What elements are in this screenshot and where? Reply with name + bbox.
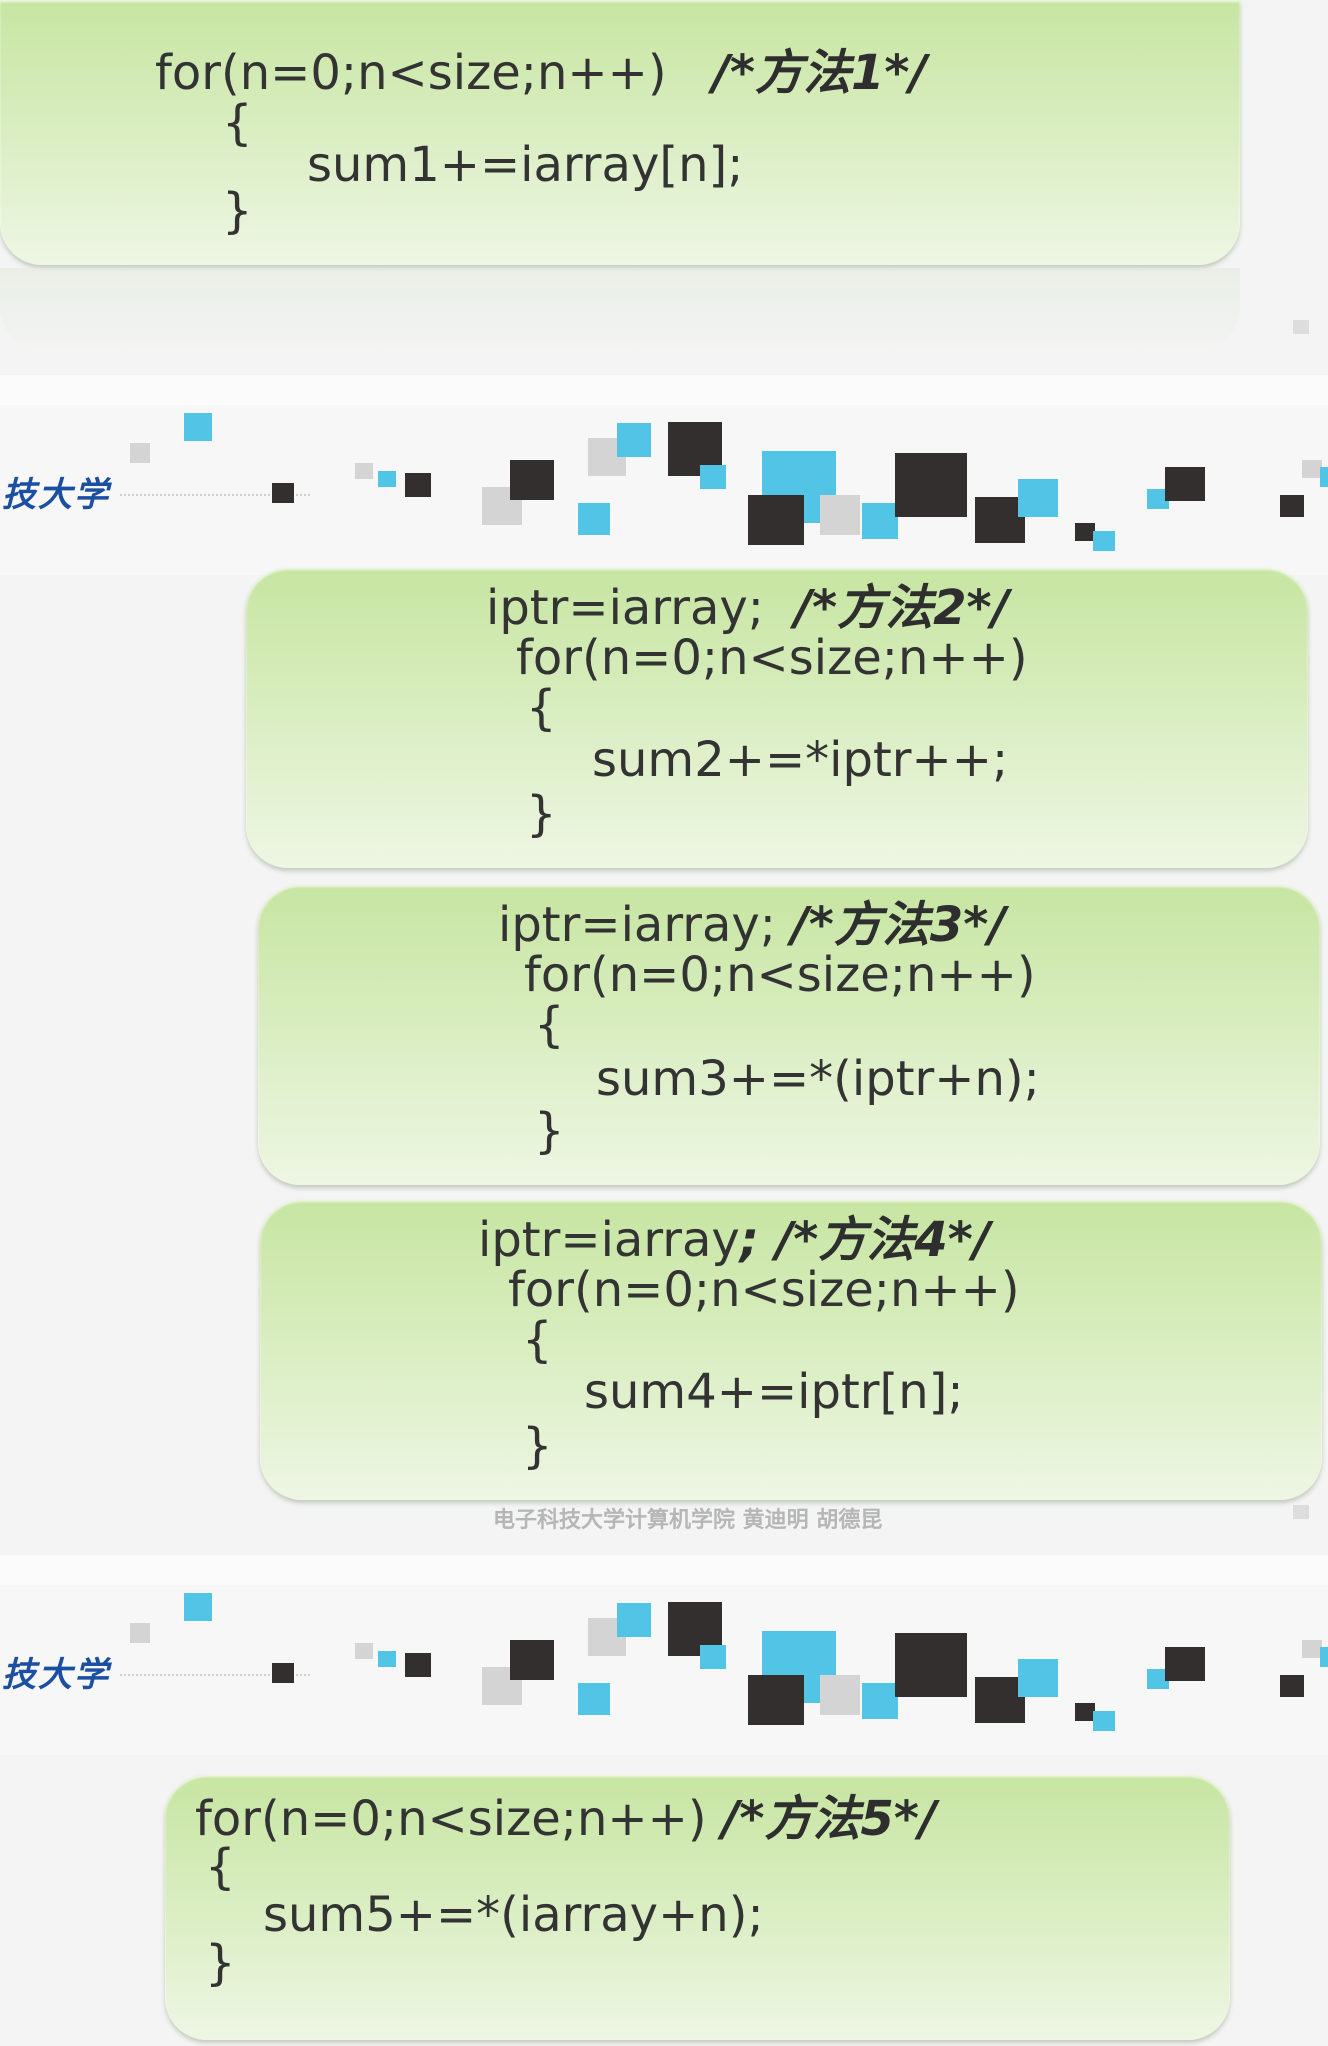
decor-square [1075,523,1095,541]
decor-square [405,473,431,497]
method-comment: /*方法2*/ [794,580,1010,636]
code-line: } [522,1418,553,1474]
decor-square [820,495,860,535]
code-line: } [534,1103,565,1159]
decor-square [1320,467,1328,487]
slide-footer: 电子科技大学计算机学院 黄迪明 胡德昆 [493,1508,883,1533]
code-box-method-4: iptr=iarray; /*方法4*/ for(n=0;n<size;n++)… [260,1200,1322,1500]
decor-square [700,1645,726,1669]
decor-square [272,1663,294,1683]
decor-square [378,471,396,487]
decor-square [700,465,726,489]
code-line: } [222,183,253,239]
code-line: for(n=0;n<size;n++) /*方法5*/ [195,1791,937,1847]
code-line: } [205,1935,236,1991]
code-line: for(n=0;n<size;n++) [516,630,1028,686]
decor-square [184,1593,212,1621]
code-line: iptr=iarray; /*方法3*/ [498,897,1006,953]
code-line: { [522,1312,553,1368]
decor-square [1165,467,1205,501]
decor-square [617,423,651,457]
decor-square [355,463,373,479]
decor-square [130,443,150,463]
slide-2: 技大学 iptr=iarray; /*方法2*/ for(n=0;n<size;… [0,405,1328,1555]
method-comment: /*方法5*/ [721,1791,937,1847]
decor-square [130,1623,150,1643]
code-line: for(n=0;n<size;n++) [508,1262,1020,1318]
decor-square [1093,531,1115,551]
decor-square [405,1653,431,1677]
university-logo-text: 技大学 [2,1655,110,1695]
decor-square [862,1683,898,1719]
box-reflection [0,268,1240,348]
code-line: sum5+=*(iarray+n); [263,1887,764,1943]
slide-separator [0,1555,1328,1585]
decor-square [862,503,898,539]
decor-square [510,460,554,500]
code-box-method-1: for(n=0;n<size;n++) /*方法1*/ { sum1+=iarr… [0,0,1240,265]
decor-square [184,413,212,441]
code-line: sum3+=*(iptr+n); [596,1051,1040,1107]
decor-square [1320,1647,1328,1667]
code-line: sum4+=iptr[n]; [584,1364,964,1420]
decor-dotted-line [120,1674,310,1676]
code-line: } [526,786,557,842]
decor-square [355,1643,373,1659]
code-line: iptr=iarray; /*方法2*/ [486,580,1010,636]
decor-square [975,1677,1025,1723]
decor-square [1075,1703,1095,1721]
decor-square [1147,489,1169,509]
code-line: for(n=0;n<size;n++) /*方法1*/ [155,45,927,101]
decor-square [1093,1711,1115,1731]
decor-square [1302,1640,1322,1658]
university-logo-text: 技大学 [2,475,110,515]
decor-square [378,1651,396,1667]
code-box-method-2: iptr=iarray; /*方法2*/ for(n=0;n<size;n++)… [246,568,1308,868]
method-comment: /*方法1*/ [712,45,927,101]
decor-square [748,495,804,545]
slide-separator [0,375,1328,405]
decor-square [1280,1675,1304,1697]
decor-square [272,483,294,503]
decor-square [748,1675,804,1725]
decor-square [1018,1659,1058,1697]
code-line: { [205,1839,236,1895]
code-line: sum2+=*iptr++; [592,732,1009,788]
decor-square [820,1675,860,1715]
code-box-method-3: iptr=iarray; /*方法3*/ for(n=0;n<size;n++)… [258,885,1320,1185]
decor-square [578,503,610,535]
code-line: { [534,997,565,1053]
slide-marker [1293,320,1309,334]
code-line: sum1+=iarray[n]; [307,137,744,193]
method-comment: ; /*方法4*/ [739,1212,991,1268]
decor-dotted-line [120,494,310,496]
decor-square [1147,1669,1169,1689]
decor-square [975,497,1025,543]
decor-square [1018,479,1058,517]
slide-3: 技大学 for(n=0;n<size;n++) /*方法5*/ { sum5+=… [0,1585,1328,2046]
decor-square [895,453,967,517]
decor-square [895,1633,967,1697]
decor-square [617,1603,651,1637]
code-line: { [526,680,557,736]
code-line: { [222,95,253,151]
code-box-method-5: for(n=0;n<size;n++) /*方法5*/ { sum5+=*(ia… [165,1775,1230,2040]
slide-1: for(n=0;n<size;n++) /*方法1*/ { sum1+=iarr… [0,0,1328,375]
decor-square [1165,1647,1205,1681]
code-line: iptr=iarray; /*方法4*/ [478,1212,991,1268]
decor-square [578,1683,610,1715]
slide-marker [1293,1505,1309,1519]
decor-square [510,1640,554,1680]
decor-square [1280,495,1304,517]
code-line: for(n=0;n<size;n++) [524,947,1036,1003]
decor-square [1302,460,1322,478]
method-comment: /*方法3*/ [791,897,1006,953]
